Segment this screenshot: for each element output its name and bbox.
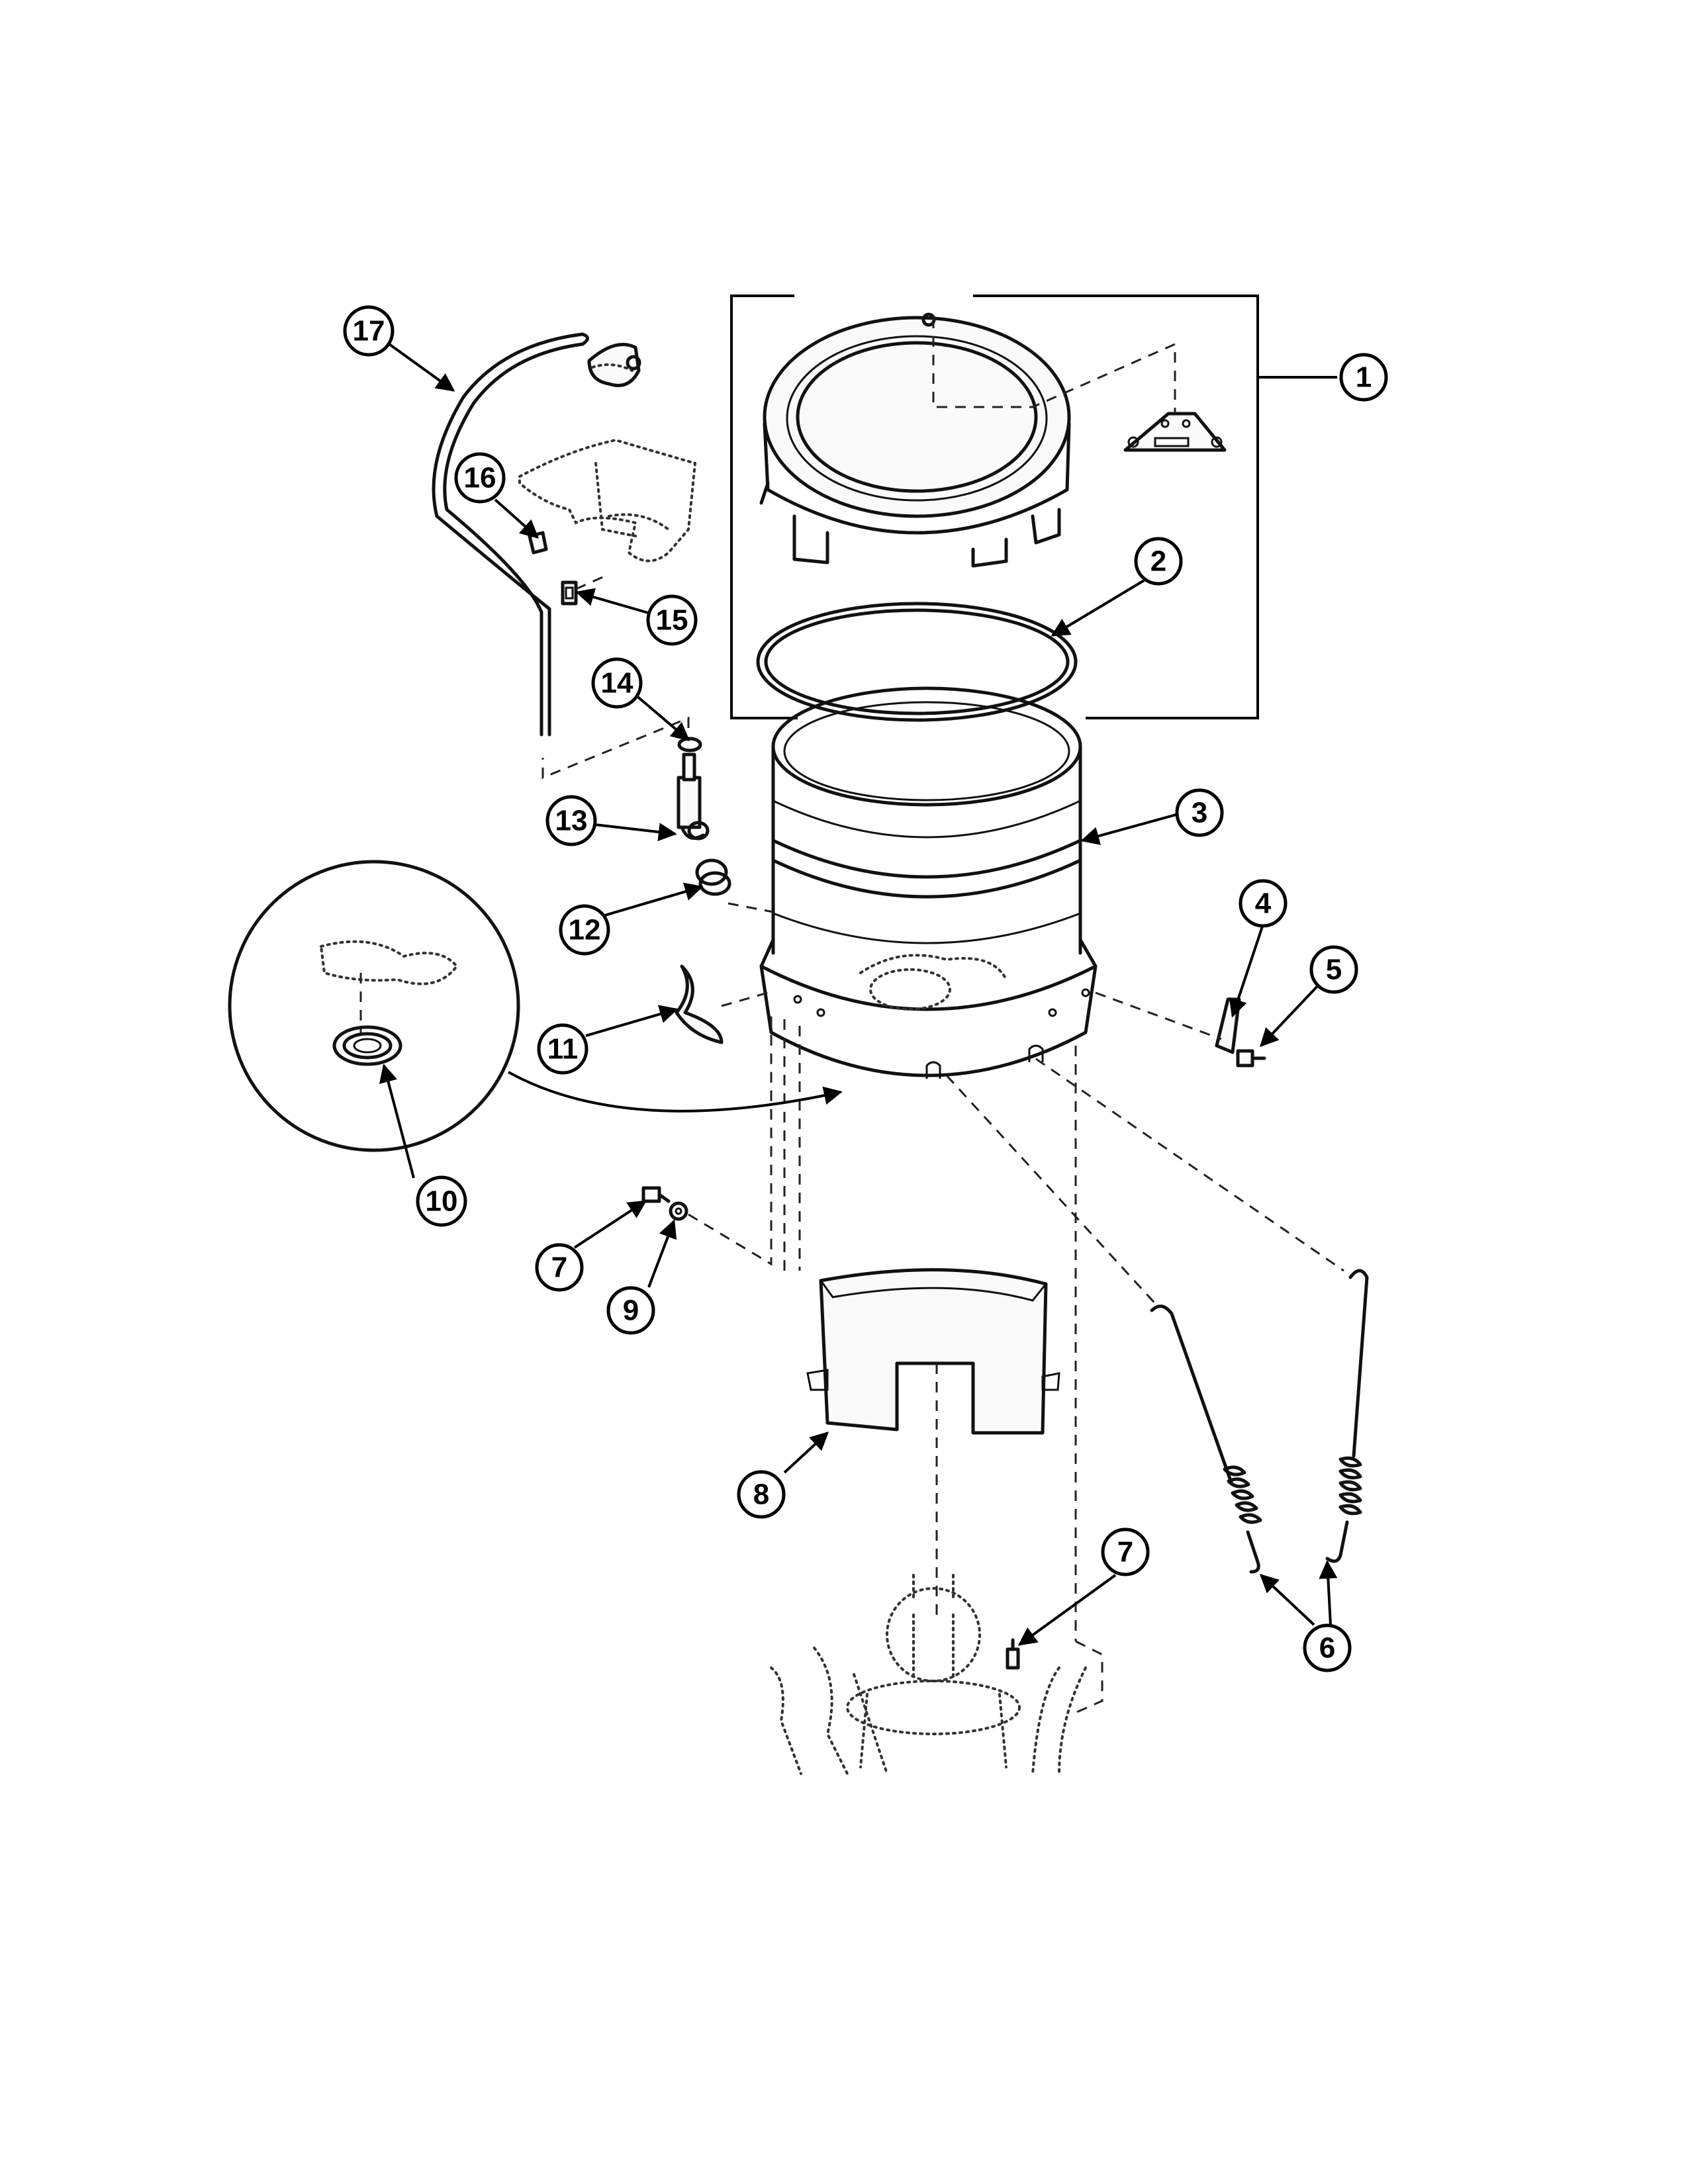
callout-label: 1	[1356, 361, 1372, 394]
hose-clip-part	[528, 531, 548, 555]
outer-tub-part	[759, 686, 1098, 1079]
callout-label: 7	[551, 1251, 567, 1284]
strip-part	[675, 964, 724, 1044]
bolt-lower-part	[1006, 1638, 1020, 1670]
callout-4: 4	[1239, 879, 1288, 928]
screw-part	[1236, 1049, 1266, 1068]
callout-7b: 7	[1101, 1527, 1150, 1576]
callout-label: 11	[547, 1033, 579, 1066]
gasket-ring-part	[756, 602, 1078, 722]
callout-1: 1	[1339, 353, 1388, 402]
pressure-hose-part	[432, 332, 589, 737]
tub-ring-part	[759, 312, 1071, 568]
pressure-switch-part	[587, 343, 641, 387]
bolt-part	[641, 1186, 671, 1203]
leader-lines	[379, 343, 1338, 1646]
callout-10: 10	[416, 1175, 467, 1227]
callout-17: 17	[343, 305, 395, 357]
callout-2: 2	[1134, 537, 1183, 586]
spring-left-part	[1150, 1304, 1262, 1574]
callout-label: 13	[555, 805, 588, 837]
callout-label: 4	[1255, 887, 1272, 920]
tub-support-part	[806, 1268, 1060, 1435]
callout-15: 15	[646, 594, 698, 646]
callout-label: 12	[569, 914, 601, 946]
spring-right-part	[1325, 1269, 1369, 1563]
callout-7a: 7	[535, 1243, 584, 1292]
grommet-part	[695, 858, 731, 896]
callout-label: 3	[1192, 797, 1207, 829]
washer-part	[669, 1201, 688, 1221]
machine-base-outline	[770, 1574, 1087, 1775]
part-1-frame	[730, 295, 1337, 719]
callout-label: 9	[623, 1295, 639, 1327]
callout-label: 15	[656, 604, 688, 637]
callout-13: 13	[545, 795, 597, 846]
tub-ring-bracket-part	[1123, 412, 1227, 452]
callout-14: 14	[591, 657, 643, 709]
callout-12: 12	[559, 904, 610, 956]
callout-label: 17	[353, 315, 385, 347]
callout-5: 5	[1309, 945, 1358, 994]
callout-label: 2	[1150, 545, 1166, 578]
callout-label: 16	[464, 462, 496, 494]
callout-label: 6	[1319, 1632, 1335, 1664]
callout-9: 9	[606, 1286, 655, 1335]
callout-label: 5	[1326, 954, 1342, 986]
dispenser-outline	[518, 438, 697, 563]
clip-part	[561, 580, 578, 606]
detail-view-circle	[228, 860, 520, 1152]
callout-16: 16	[454, 452, 506, 504]
callout-label: 14	[601, 667, 633, 700]
callout-6: 6	[1303, 1623, 1352, 1672]
callout-8: 8	[737, 1470, 786, 1519]
clamp-part	[677, 737, 702, 752]
callout-3: 3	[1175, 788, 1224, 837]
callout-11: 11	[537, 1023, 588, 1075]
callout-label: 10	[426, 1185, 458, 1218]
callout-label: 7	[1117, 1536, 1133, 1569]
air-dome-part	[677, 752, 710, 841]
callout-label: 8	[753, 1479, 769, 1511]
